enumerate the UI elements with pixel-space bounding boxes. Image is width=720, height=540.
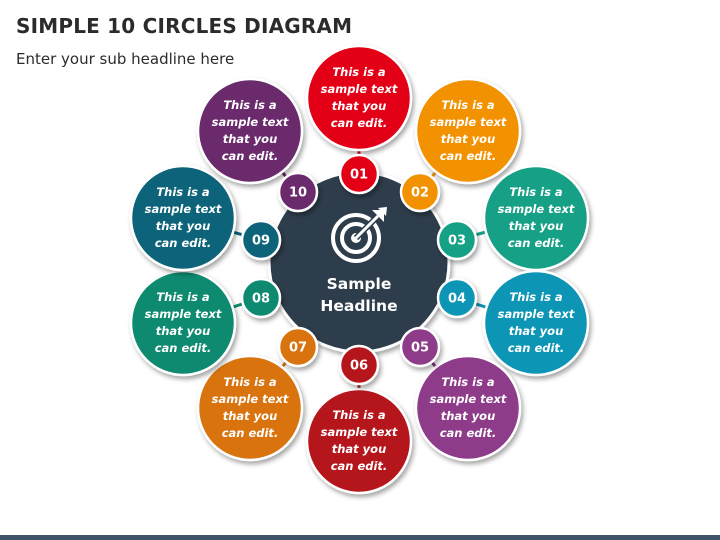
center-label-line1: Sample: [327, 275, 392, 293]
item-text-04-line2: sample text: [498, 307, 575, 321]
item-02: This is a sample text that you can edit. 02: [399, 77, 522, 213]
number-badge-01: [338, 153, 380, 195]
page-title: SIMPLE 10 CIRCLES DIAGRAM: [16, 14, 353, 38]
item-text-03-line1: This is a: [509, 185, 563, 199]
number-badge-04: [436, 277, 478, 319]
item-text-09-line1: This is a: [156, 185, 210, 199]
number-badge-07: [277, 326, 319, 368]
number-badge-03: [436, 219, 478, 261]
item-03: This is a sample text that you can edit. 03: [436, 164, 590, 272]
number-label-08: 08: [252, 292, 270, 307]
item-text-08-line4: can edit.: [155, 341, 212, 355]
text-circle-01: [305, 44, 413, 152]
number-label-10: 10: [289, 186, 307, 201]
item-text-07-line3: that you: [223, 409, 278, 423]
item-text-10-line2: sample text: [212, 115, 289, 129]
item-text-10-line3: that you: [223, 132, 278, 146]
item-text-04-line4: can edit.: [508, 341, 565, 355]
number-label-07: 07: [289, 341, 307, 356]
number-badge-10: [277, 171, 319, 213]
item-text-02-line1: This is a: [441, 98, 495, 112]
text-circle-08: [129, 269, 237, 377]
text-circle-06: [305, 387, 413, 495]
number-label-04: 04: [448, 292, 466, 307]
item-01: This is a sample text that you can edit. 01: [305, 44, 413, 195]
item-text-10-line1: This is a: [223, 98, 277, 112]
item-text-02-line3: that you: [441, 132, 496, 146]
item-text-04-line3: that you: [509, 324, 564, 338]
text-circle-02: [414, 77, 522, 185]
item-text-10-line4: can edit.: [222, 149, 279, 163]
number-label-03: 03: [448, 234, 466, 249]
item-text-09-line4: can edit.: [155, 236, 212, 250]
item-text-01-line4: can edit.: [331, 116, 388, 130]
item-text-07-line1: This is a: [223, 375, 277, 389]
number-badge-05: [399, 326, 441, 368]
number-badge-02: [399, 171, 441, 213]
item-text-03-line3: that you: [509, 219, 564, 233]
number-label-01: 01: [350, 168, 368, 183]
item-06: This is a sample text that you can edit. 06: [305, 344, 413, 495]
text-circle-04: [482, 269, 590, 377]
number-label-09: 09: [252, 234, 270, 249]
number-label-06: 06: [350, 359, 368, 374]
number-label-02: 02: [411, 186, 429, 201]
item-text-06-line4: can edit.: [331, 459, 388, 473]
item-text-03-line2: sample text: [498, 202, 575, 216]
item-text-02-line2: sample text: [430, 115, 507, 129]
text-circle-05: [414, 354, 522, 462]
item-text-08-line1: This is a: [156, 290, 210, 304]
item-05: This is a sample text that you can edit. 05: [399, 326, 522, 462]
item-text-08-line3: that you: [156, 324, 211, 338]
item-text-07-line4: can edit.: [222, 426, 279, 440]
center-label-line2: Headline: [320, 297, 397, 315]
item-text-01-line1: This is a: [332, 65, 386, 79]
item-text-06-line2: sample text: [321, 425, 398, 439]
item-text-05-line3: that you: [441, 409, 496, 423]
number-badge-06: [338, 344, 380, 386]
item-text-05-line2: sample text: [430, 392, 507, 406]
item-07: This is a sample text that you can edit. 07: [196, 326, 319, 462]
item-text-05-line4: can edit.: [440, 426, 497, 440]
item-09: This is a sample text that you can edit. 09: [129, 164, 282, 272]
item-text-09-line2: sample text: [145, 202, 222, 216]
item-04: This is a sample text that you can edit. 04: [436, 269, 590, 377]
item-text-09-line3: that you: [156, 219, 211, 233]
item-text-06-line3: that you: [332, 442, 387, 456]
item-text-07-line2: sample text: [212, 392, 289, 406]
number-badge-09: [240, 219, 282, 261]
item-text-08-line2: sample text: [145, 307, 222, 321]
item-10: This is a sample text that you can edit. 10: [196, 77, 319, 213]
text-circle-03: [482, 164, 590, 272]
number-label-05: 05: [411, 341, 429, 356]
item-text-01-line2: sample text: [321, 82, 398, 96]
page-subtitle: Enter your sub headline here: [16, 50, 235, 68]
text-circle-10: [196, 77, 304, 185]
item-text-02-line4: can edit.: [440, 149, 497, 163]
item-08: This is a sample text that you can edit. 08: [129, 269, 282, 377]
item-text-01-line3: that you: [332, 99, 387, 113]
target-arrow-icon: [331, 207, 387, 263]
text-circle-09: [129, 164, 237, 272]
item-text-04-line1: This is a: [509, 290, 563, 304]
item-text-03-line4: can edit.: [508, 236, 565, 250]
item-text-05-line1: This is a: [441, 375, 495, 389]
number-badge-08: [240, 277, 282, 319]
text-circle-07: [196, 354, 304, 462]
item-text-06-line1: This is a: [332, 408, 386, 422]
bottom-bar: [0, 535, 720, 540]
